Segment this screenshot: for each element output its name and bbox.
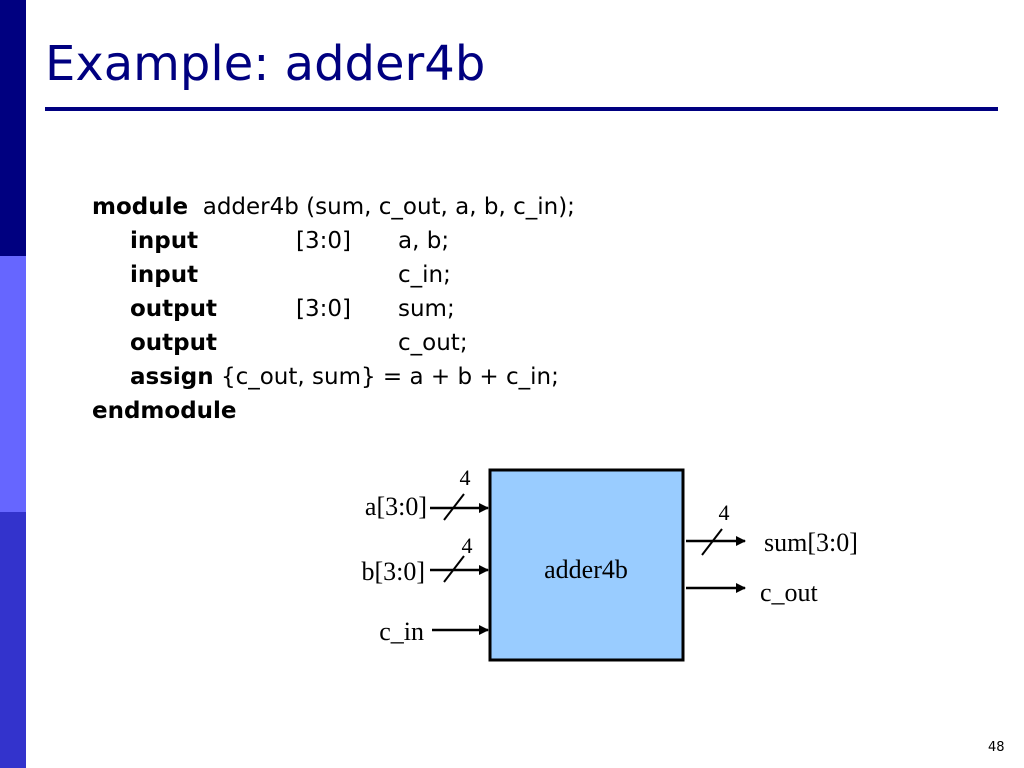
sidebar-band-top [0,0,26,256]
code-line-input-cin: input c_in; [92,258,575,292]
output-sum-label: sum[3:0] [764,528,858,557]
verilog-code-block: module adder4b (sum, c_out, a, b, c_in);… [92,190,575,428]
range-specifier: [3:0] [296,296,351,322]
code-line-assign: assign {c_out, sum} = a + b + c_in; [92,360,575,394]
code-line-module: module adder4b (sum, c_out, a, b, c_in); [92,190,575,224]
sidebar-band-bottom [0,512,26,768]
assign-statement: assign {c_out, sum} = a + b + c_in; [130,360,559,394]
signal-list: c_in; [398,262,451,288]
keyword-assign: assign [130,364,214,390]
slide-title: Example: adder4b [45,36,486,92]
signal-list: a, b; [398,228,450,254]
keyword-module: module [92,194,189,220]
input-b-label: b[3:0] [361,557,425,586]
page-number: 48 [988,740,1005,755]
adder4b-block [488,468,685,662]
code-line-output-sum: output [3:0] sum; [92,292,575,326]
bus-slash-sum [701,528,723,556]
range-specifier: [3:0] [296,228,351,254]
assign-expression: {c_out, sum} = a + b + c_in; [220,364,559,390]
keyword-output: output [130,330,218,356]
keyword-endmodule: endmodule [92,398,237,424]
module-declaration: adder4b (sum, c_out, a, b, c_in); [202,194,575,220]
signal-list: c_out; [398,330,468,356]
input-a-label: a[3:0] [365,492,427,521]
code-line-output-cout: output c_out; [92,326,575,360]
bus-width-sum: 4 [719,500,730,525]
input-cin-label: c_in [379,617,424,646]
block-label: adder4b [544,555,628,584]
bus-slash-a [443,493,465,521]
keyword-input: input [130,228,199,254]
title-underline [45,107,998,111]
code-line-endmodule: endmodule [92,394,575,428]
keyword-input: input [130,262,199,288]
code-line-input-ab: input [3:0] a, b; [92,224,575,258]
sidebar-band-middle [0,256,26,512]
bus-width-b: 4 [462,533,473,558]
output-cout-label: c_out [760,578,819,607]
signal-list: sum; [398,296,455,322]
bus-slash-b [443,555,465,583]
bus-width-a: 4 [460,465,471,490]
keyword-output: output [130,296,218,322]
